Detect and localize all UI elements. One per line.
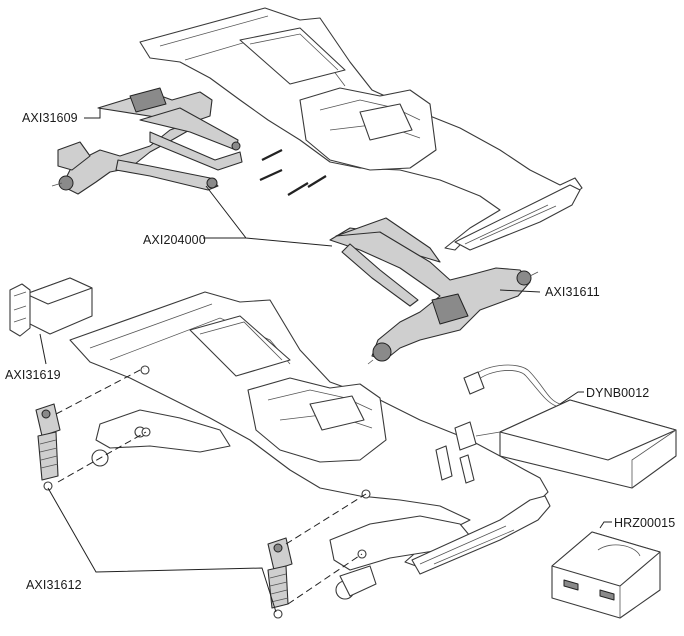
part-label-axi31612: AXI31612: [26, 578, 82, 592]
shock-absorber-left: [35, 403, 61, 491]
part-label-axi31611: AXI31611: [545, 285, 600, 299]
lower-chassis-frame: [69, 291, 551, 600]
part-label-dynb0012: DYNB0012: [586, 386, 650, 400]
part-label-axi204000: AXI204000: [143, 233, 206, 247]
charger-box: [551, 531, 661, 619]
part-label-axi31619: AXI31619: [5, 368, 61, 382]
servo-part: [9, 277, 93, 337]
assembly-dashed-lines: [55, 367, 367, 605]
battery-pack: [454, 364, 677, 489]
screw-set: [259, 149, 327, 196]
upper-chassis-frame: [139, 7, 583, 251]
part-label-axi31609: AXI31609: [22, 111, 78, 125]
shock-absorber-right: [267, 537, 293, 619]
front-axle-assembly: [329, 217, 539, 365]
rear-axle-assembly-upper: [51, 87, 243, 195]
part-label-hrz00015: HRZ00015: [614, 516, 676, 530]
leader-lines: [39, 108, 612, 613]
